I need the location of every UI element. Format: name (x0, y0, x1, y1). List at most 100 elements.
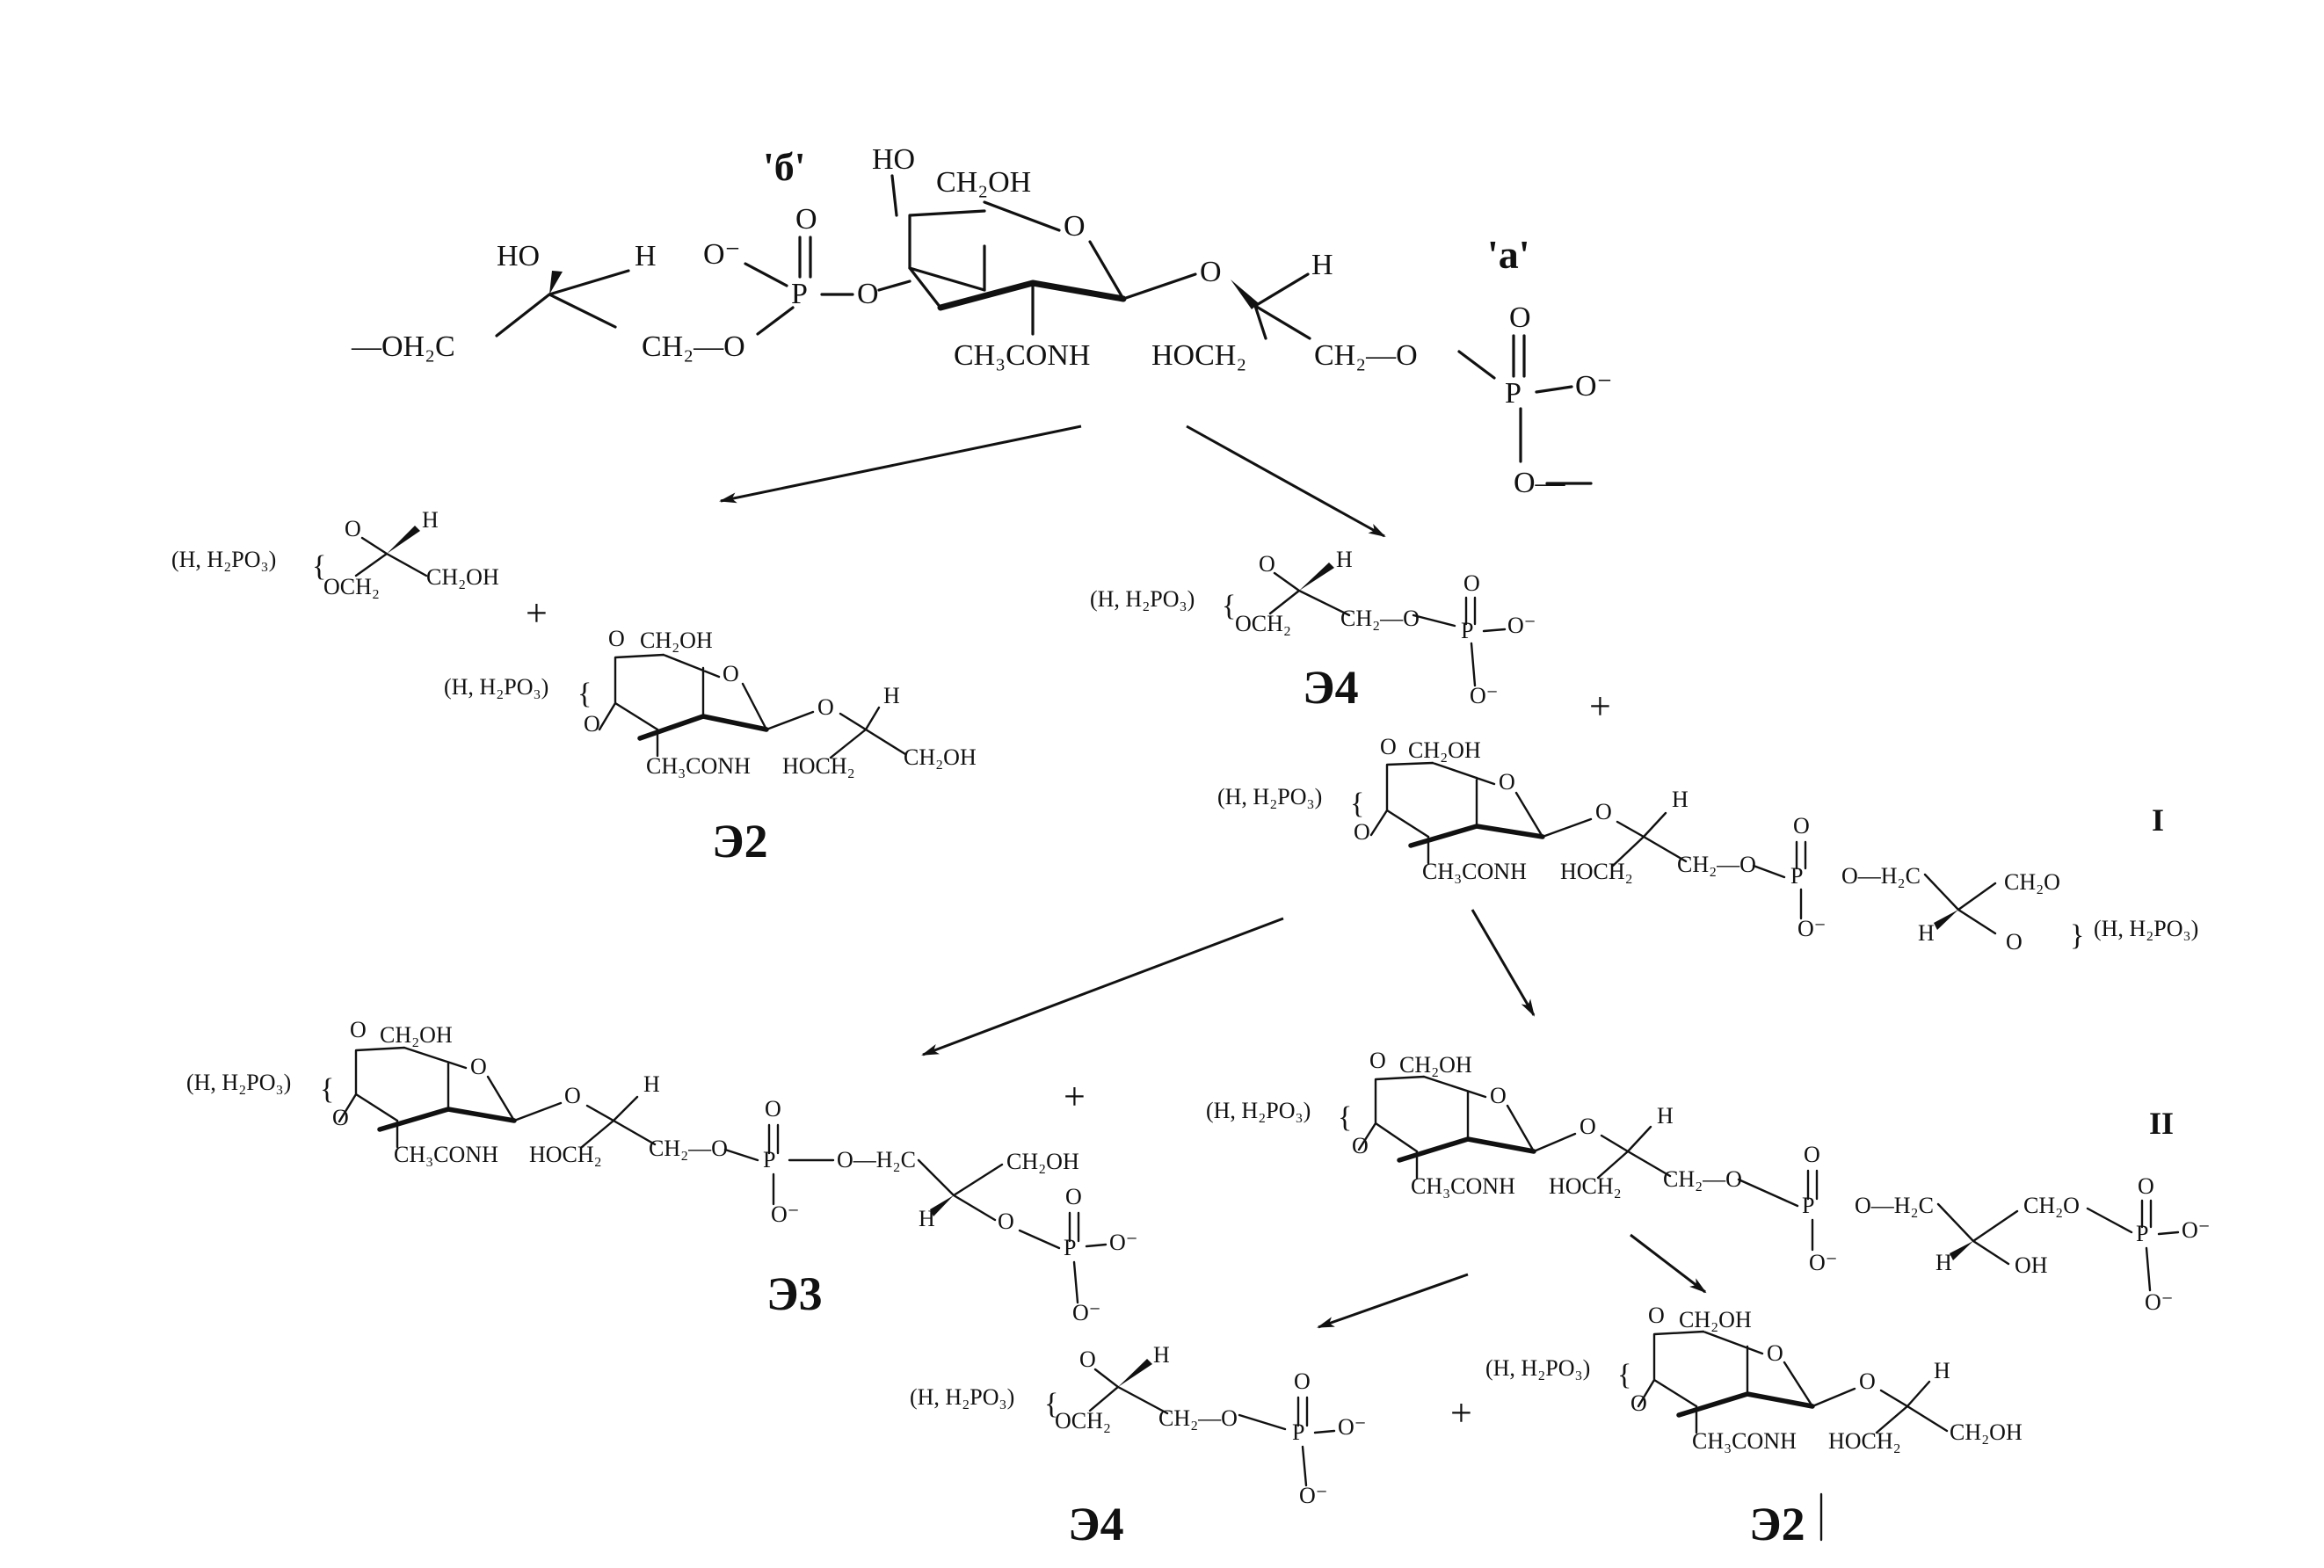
e2b-o-sub: O (1648, 1303, 1665, 1328)
sugar-ring-o: O (1064, 210, 1086, 243)
brace-icon: { (1350, 788, 1364, 820)
left-ch2o-label: CH₂—O (642, 330, 745, 363)
arrow-to-II (1471, 909, 1536, 1017)
reaction-arrows (719, 425, 1707, 1329)
e4b-ch2o: CH₂—O (1158, 1405, 1238, 1431)
p2-p: P (1505, 377, 1521, 410)
e3-o-link: O (998, 1209, 1014, 1234)
brace-icon: { (1617, 1359, 1631, 1391)
II-ch2o-end: CH₂O (2023, 1193, 2080, 1218)
II-ring-o: O (1490, 1083, 1507, 1108)
brace-icon: { (312, 550, 326, 583)
I-suffix: (H, H₂PO₃) (2094, 916, 2198, 941)
label-I: I (2152, 802, 2164, 838)
right-hoch2-label: HOCH₂ (1151, 339, 1246, 372)
I-ring-o: O (1499, 769, 1515, 795)
e2-ring-prefix: (H, H₂PO₃) (444, 674, 548, 700)
e3-h-bottom: H (919, 1206, 935, 1231)
brace-icon: } (2070, 919, 2084, 952)
e3-ring-o: O (470, 1054, 487, 1079)
product-e2-top: (H, H₂PO₃) { O H OCH₂ CH₂OH + (H, H₂PO₃)… (171, 507, 977, 867)
plus-sign: + (1064, 1075, 1086, 1118)
e3-p2: P (1064, 1235, 1076, 1260)
e2-ch2oh-tail: CH₂OH (904, 744, 977, 770)
sugar-ho: HO (872, 143, 915, 176)
e4-prefix: (H, H₂PO₃) (1090, 586, 1195, 612)
e4-o-dbl: O (1463, 570, 1480, 596)
brace-icon: { (1044, 1388, 1058, 1420)
e3-o-minus2: O⁻ (1109, 1230, 1138, 1255)
e2-o-lower: O (584, 711, 600, 737)
arrow-to-e2 (719, 425, 1082, 504)
arrow-to-e3 (921, 917, 1284, 1056)
left-h-label: H (635, 240, 657, 272)
plus-sign: + (526, 592, 548, 635)
e3-o-dbl2: O (1065, 1184, 1082, 1209)
II-prefix: (H, H₂PO₃) (1206, 1098, 1311, 1123)
label-e2-bottom: Э2 (1749, 1498, 1805, 1550)
arrow-to-e4-bottom (1317, 1273, 1469, 1329)
e3-hoch2: HOCH₂ (529, 1142, 602, 1167)
e2-ring-ch2oh: CH₂OH (640, 628, 713, 653)
II-o-dbl2: O (2138, 1173, 2154, 1199)
I-hoch2: HOCH₂ (1560, 859, 1633, 884)
I-o-dbl: O (1793, 813, 1810, 838)
stereo-wedge (387, 526, 420, 554)
e2b-ring-o: O (1767, 1340, 1783, 1366)
e4-p: P (1461, 618, 1473, 643)
I-h: H (1672, 787, 1689, 812)
II-oh: OH (2015, 1252, 2048, 1278)
II-o-minus: O⁻ (1809, 1250, 1838, 1275)
e4-o-minus: O⁻ (1507, 613, 1536, 638)
e2b-h: H (1934, 1358, 1950, 1383)
e3-h: H (643, 1071, 660, 1097)
stereo-wedge (1950, 1241, 1973, 1260)
stereo-wedge (1299, 563, 1334, 591)
product-e4-bottom: (H, H₂PO₃) { O H OCH₂ CH₂—O O P O⁻ O⁻ Э4… (910, 1342, 1472, 1550)
stereo-wedge (549, 271, 563, 294)
e3-ch2o: CH₂—O (649, 1136, 728, 1161)
e3-o-minus: O⁻ (771, 1201, 800, 1227)
I-o-lower: O (1354, 819, 1370, 845)
right-h-label: H (1311, 249, 1333, 281)
e4b-p: P (1292, 1419, 1304, 1445)
e4-o-bottom: O⁻ (1470, 683, 1499, 708)
e4b-o-dbl: O (1294, 1368, 1311, 1394)
compound-I: (H, H₂PO₃) { O CH₂OH O O H O CH₃CONH HOC… (1217, 734, 2198, 955)
II-oh2c: O—H₂C (1855, 1193, 1934, 1218)
marker-b-prime: 'б' (763, 144, 806, 189)
brace-icon: { (320, 1073, 334, 1106)
sugar-glycosidic-o: O (1200, 256, 1222, 288)
I-acnh: CH₃CONH (1422, 859, 1527, 884)
e3-prefix: (H, H₂PO₃) (186, 1070, 291, 1095)
II-o-minus2: O⁻ (2182, 1217, 2211, 1243)
label-e3: Э3 (766, 1267, 823, 1320)
brace-icon: { (1338, 1101, 1352, 1134)
e4-ch2o: CH₂—O (1340, 606, 1420, 631)
product-e4-top: (H, H₂PO₃) { O H OCH₂ CH₂—O O P O⁻ O⁻ Э4… (1090, 547, 1611, 728)
p2-o-minus: O⁻ (1575, 370, 1613, 403)
left-och2-label: —OH₂C (351, 330, 455, 363)
II-h-bottom: H (1935, 1250, 1952, 1275)
stereo-wedge (1231, 279, 1259, 309)
e4-och2: OCH₂ (1235, 611, 1291, 636)
marker-a-prime: 'а' (1487, 232, 1530, 277)
p2-o-double: O (1509, 301, 1531, 334)
stereo-wedge (1934, 910, 1958, 930)
stereo-wedge (1118, 1359, 1152, 1387)
I-ch2o-end: CH₂O (2004, 869, 2060, 895)
e3-oh2c: O—H₂C (837, 1147, 916, 1172)
e2-glycerol-o: O (345, 516, 361, 541)
II-p2: P (2136, 1221, 2148, 1246)
e2b-ch2oh: CH₂OH (1679, 1307, 1752, 1332)
product-e3: (H, H₂PO₃) { O CH₂OH O O H O CH₃CONH HOC… (186, 1017, 1138, 1325)
e3-o-sub: O (350, 1017, 367, 1042)
e2-glycerol-och2: OCH₂ (323, 574, 380, 599)
II-o-bottom2: O⁻ (2145, 1289, 2174, 1315)
label-II: II (2149, 1106, 2174, 1141)
I-ch2o: CH₂—O (1677, 852, 1756, 877)
e2b-acnh: CH₃CONH (1692, 1428, 1797, 1454)
label-e4-bottom: Э4 (1068, 1498, 1124, 1550)
right-ch2o-label: CH₂—O (1314, 339, 1418, 372)
sugar-ch2oh: CH₂OH (936, 166, 1031, 199)
